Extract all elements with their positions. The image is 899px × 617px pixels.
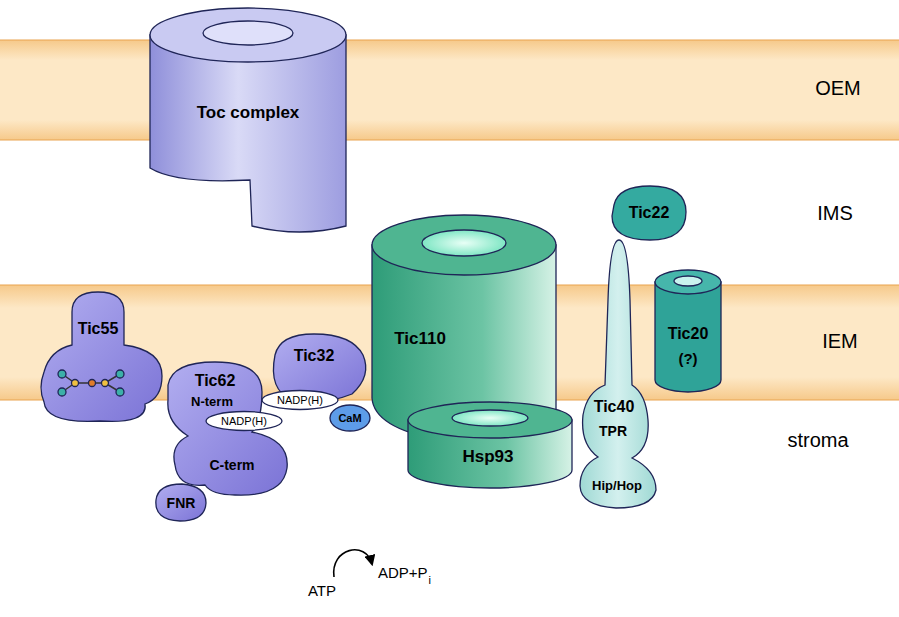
protein-label: Tic55: [78, 321, 119, 337]
shape-part: [262, 391, 338, 410]
reaction-label: i: [429, 575, 431, 586]
nadph-ellipse: NADP(H): [205, 411, 283, 431]
reaction-label: ADP+P: [378, 565, 428, 580]
toc-complex: Toc complex: [146, 4, 350, 238]
tic55: Tic55: [38, 288, 166, 426]
compartment-label: IMS: [817, 203, 853, 223]
protein-label: Tic62: [195, 373, 236, 389]
shape-part: [150, 8, 346, 62]
shape-part: [452, 410, 528, 426]
shape-part: [62, 374, 120, 392]
shape-part: [58, 370, 66, 378]
shape-part: [206, 412, 282, 431]
shape-part: [203, 21, 293, 45]
shape-part: [655, 282, 721, 392]
compartment-label: stroma: [787, 430, 848, 450]
shape-part: [102, 380, 109, 387]
protein-label: Hip/Hop: [592, 479, 642, 492]
protein-label: Hsp93: [462, 448, 513, 465]
protein-label: Toc complex: [197, 104, 300, 121]
shape-part: [89, 380, 96, 387]
protein-label: C-term: [209, 458, 254, 472]
protein-label: Tic20: [668, 326, 709, 342]
nadph-ellipse: NADP(H): [261, 390, 339, 410]
calmodulin: CaM: [329, 404, 371, 432]
shape-part: [116, 388, 124, 396]
compartment-label: OEM: [815, 78, 861, 98]
shape-part: [422, 230, 506, 256]
outer-membrane-band: [0, 40, 899, 140]
shape-part: [116, 370, 124, 378]
shape-part: [580, 240, 656, 508]
shape-part: [168, 362, 287, 495]
protein-label: NADP(H): [221, 416, 267, 427]
shape-part: [58, 388, 66, 396]
shape-part: [150, 35, 346, 232]
shape-part: [674, 276, 702, 286]
protein-label: Tic110: [394, 330, 446, 347]
protein-label: Tic22: [629, 205, 670, 221]
tic20: Tic20 (?): [652, 266, 724, 396]
shape-part: [372, 215, 556, 275]
hsp93-outline: [406, 400, 576, 490]
shape-part: [408, 402, 572, 438]
protein-label: CaM: [338, 413, 361, 424]
fnr: FNR: [152, 482, 208, 524]
protein-label: FNR: [167, 496, 196, 510]
protein-label: (?): [678, 351, 697, 366]
tic22: Tic22: [608, 182, 690, 244]
shape-part: [41, 292, 162, 421]
protein-label: TPR: [599, 424, 627, 438]
tic40-outline: [578, 236, 658, 510]
tic62: Tic62N-termC-term NADP(H): [164, 358, 292, 500]
tic40: Tic40TPR Hip/Hop: [578, 236, 658, 510]
compartment-label: IEM: [822, 331, 858, 351]
protein-label: Tic40: [594, 399, 635, 415]
shape-part: [655, 270, 721, 294]
shape-part: [612, 186, 686, 240]
hsp93: Hsp93: [406, 400, 576, 490]
tic55-outline: [38, 288, 166, 426]
shape-part: [156, 484, 206, 521]
reaction-label: ATP: [308, 583, 336, 598]
protein-label: N-term: [191, 395, 233, 408]
atp-hydrolysis-arrow: [334, 550, 372, 577]
protein-label: NADP(H): [277, 395, 323, 406]
shape-part: [72, 380, 79, 387]
shape-part: [330, 405, 370, 431]
protein-label: Tic32: [294, 348, 335, 364]
tic32: Tic32NADP(H)CaM: [266, 330, 370, 406]
toc-complex-outline: [146, 4, 350, 238]
